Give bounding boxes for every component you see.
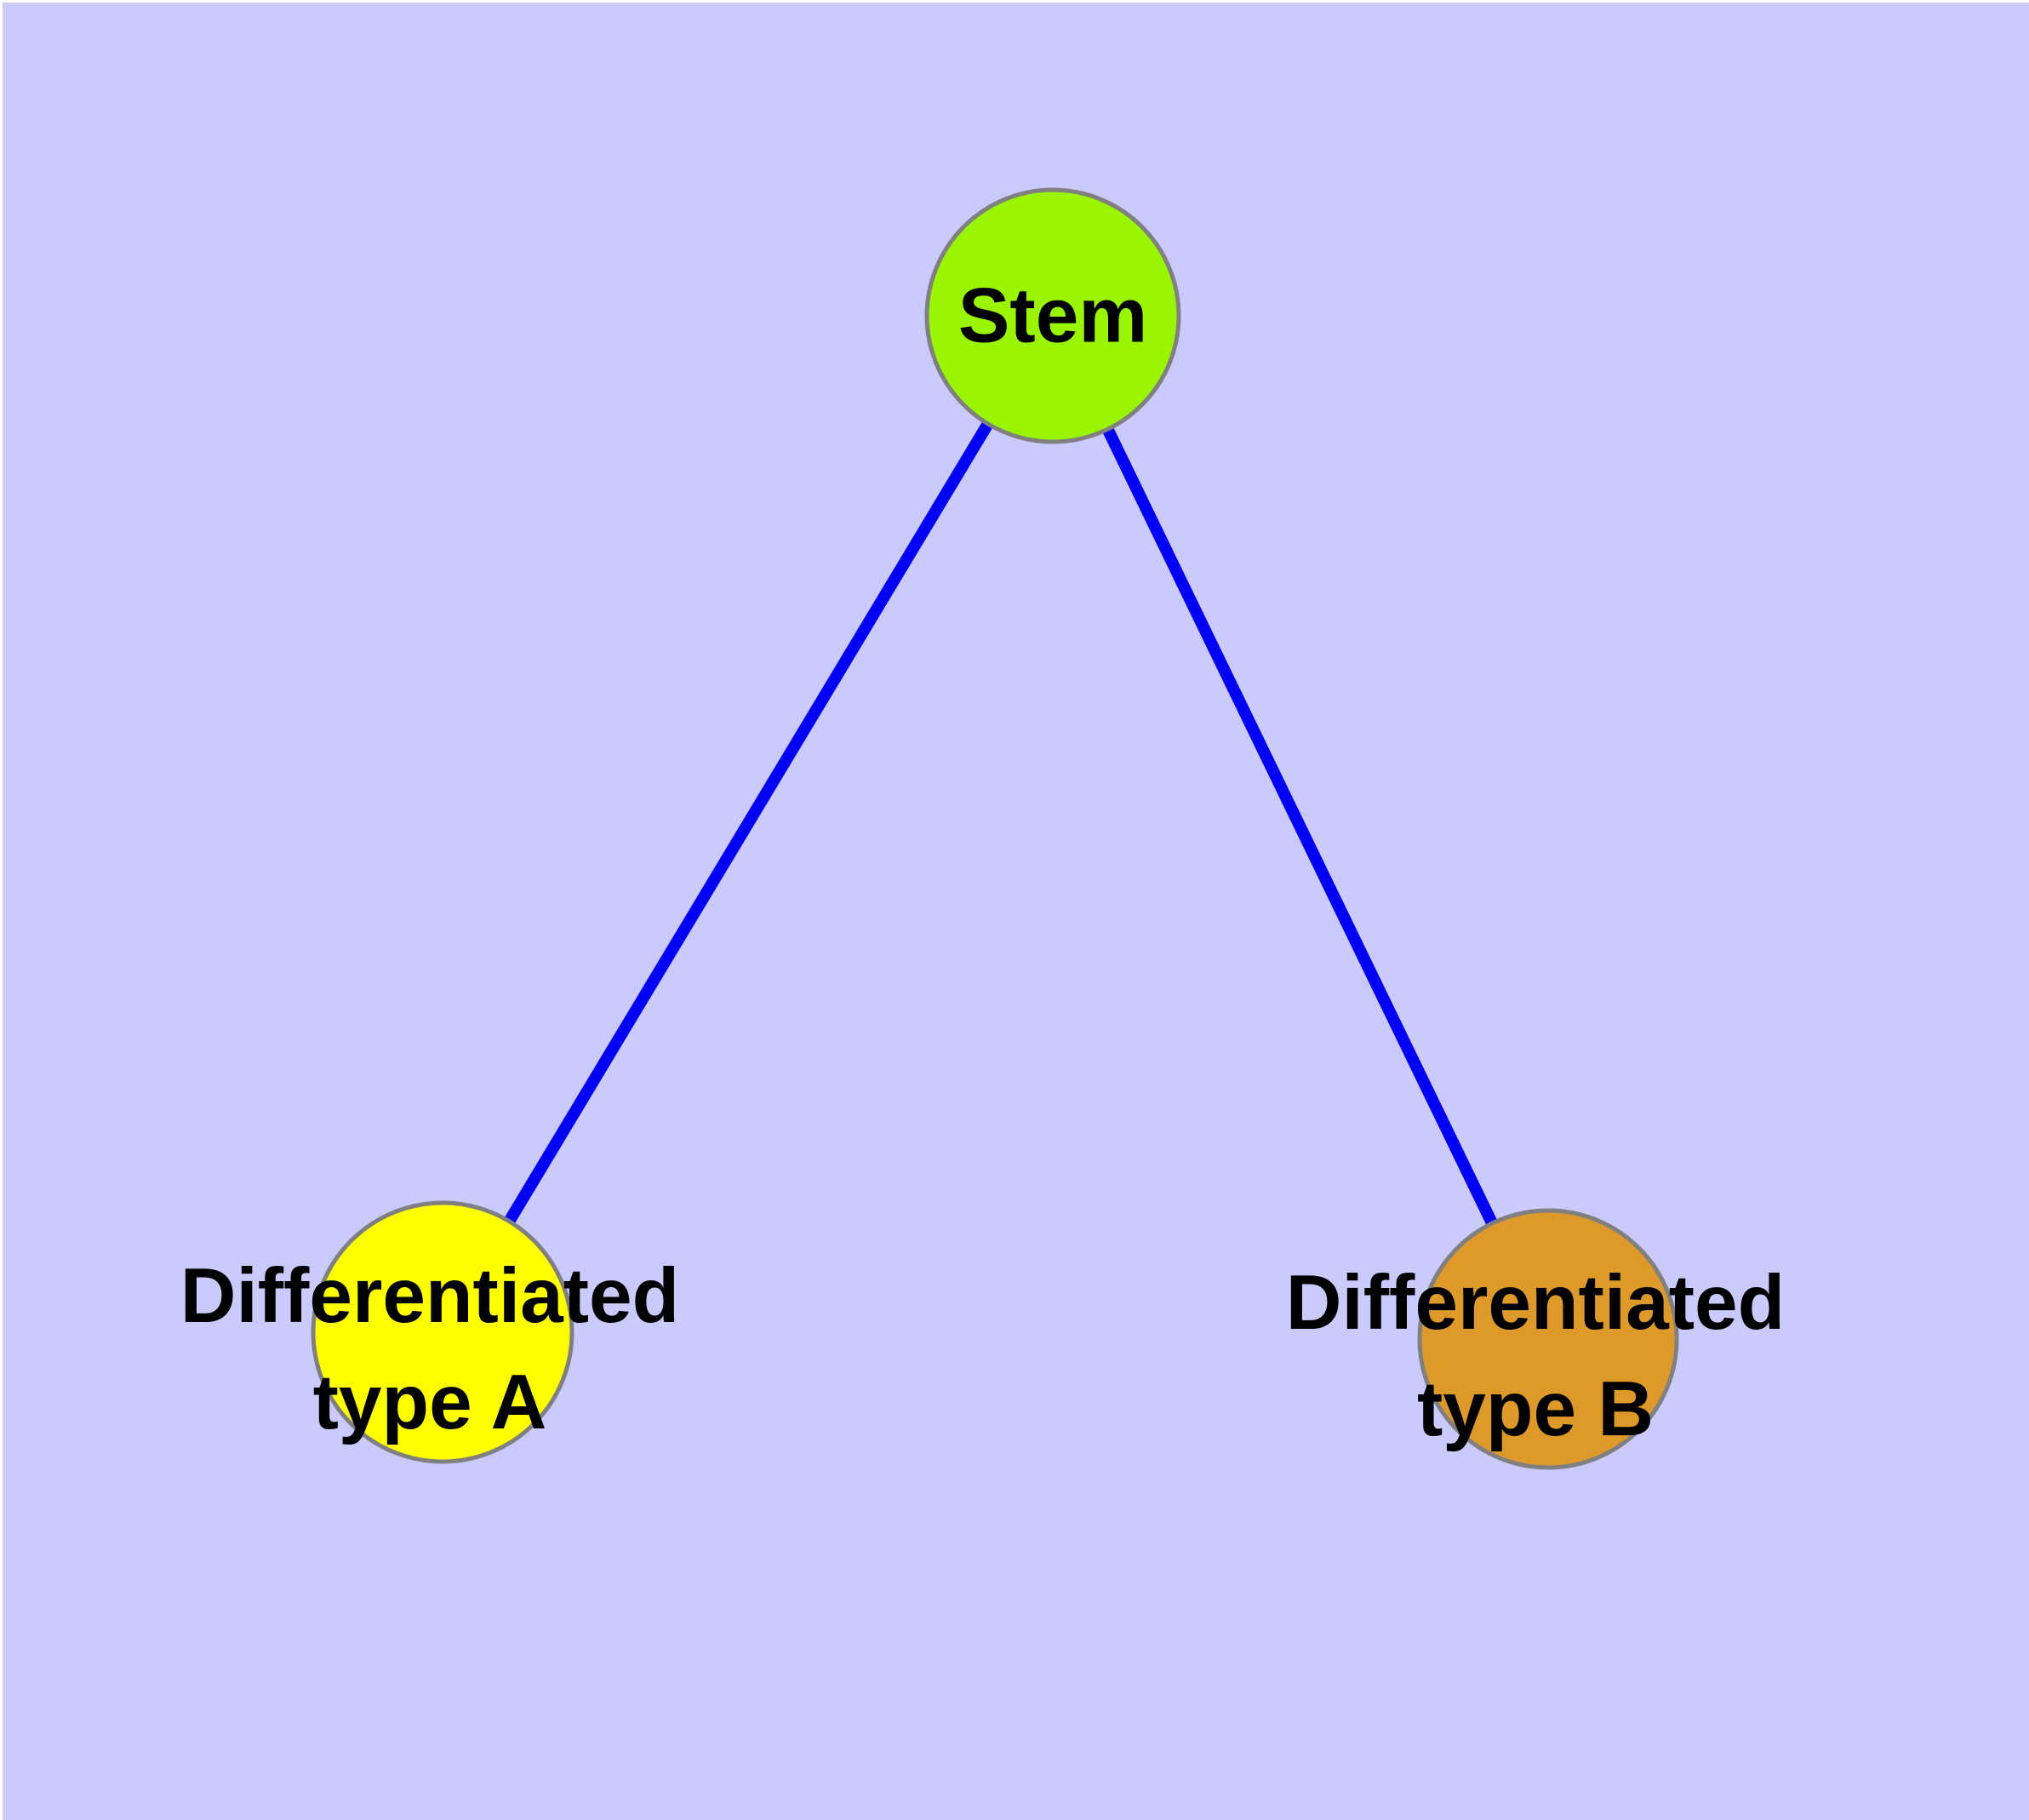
node-differentiated-type-b-label-line-2: type B (1417, 1366, 1654, 1452)
edges-layer (437, 312, 1554, 1342)
node-differentiated-type-a-label: Differentiated type A (180, 1253, 680, 1445)
nodes-layer (311, 187, 1679, 1470)
node-stem-circle (924, 187, 1181, 444)
node-differentiated-type-a-circle (311, 1200, 574, 1464)
edge-stem-to-differentiated-type-a (437, 312, 1059, 1336)
node-differentiated-type-b-label: Differentiated type B (1286, 1260, 1786, 1452)
node-differentiated-type-a-label-line-1: Differentiated (180, 1253, 680, 1339)
edge-stem-to-differentiated-type-b (1047, 312, 1554, 1342)
node-differentiated-type-b-label-line-1: Differentiated (1286, 1260, 1786, 1346)
node-differentiated-type-b-circle (1417, 1208, 1679, 1470)
node-stem-label: Stem (958, 273, 1148, 359)
node-stem-label-line-1: Stem (958, 273, 1148, 359)
node-differentiated-type-a-label-line-2: type A (313, 1359, 547, 1445)
